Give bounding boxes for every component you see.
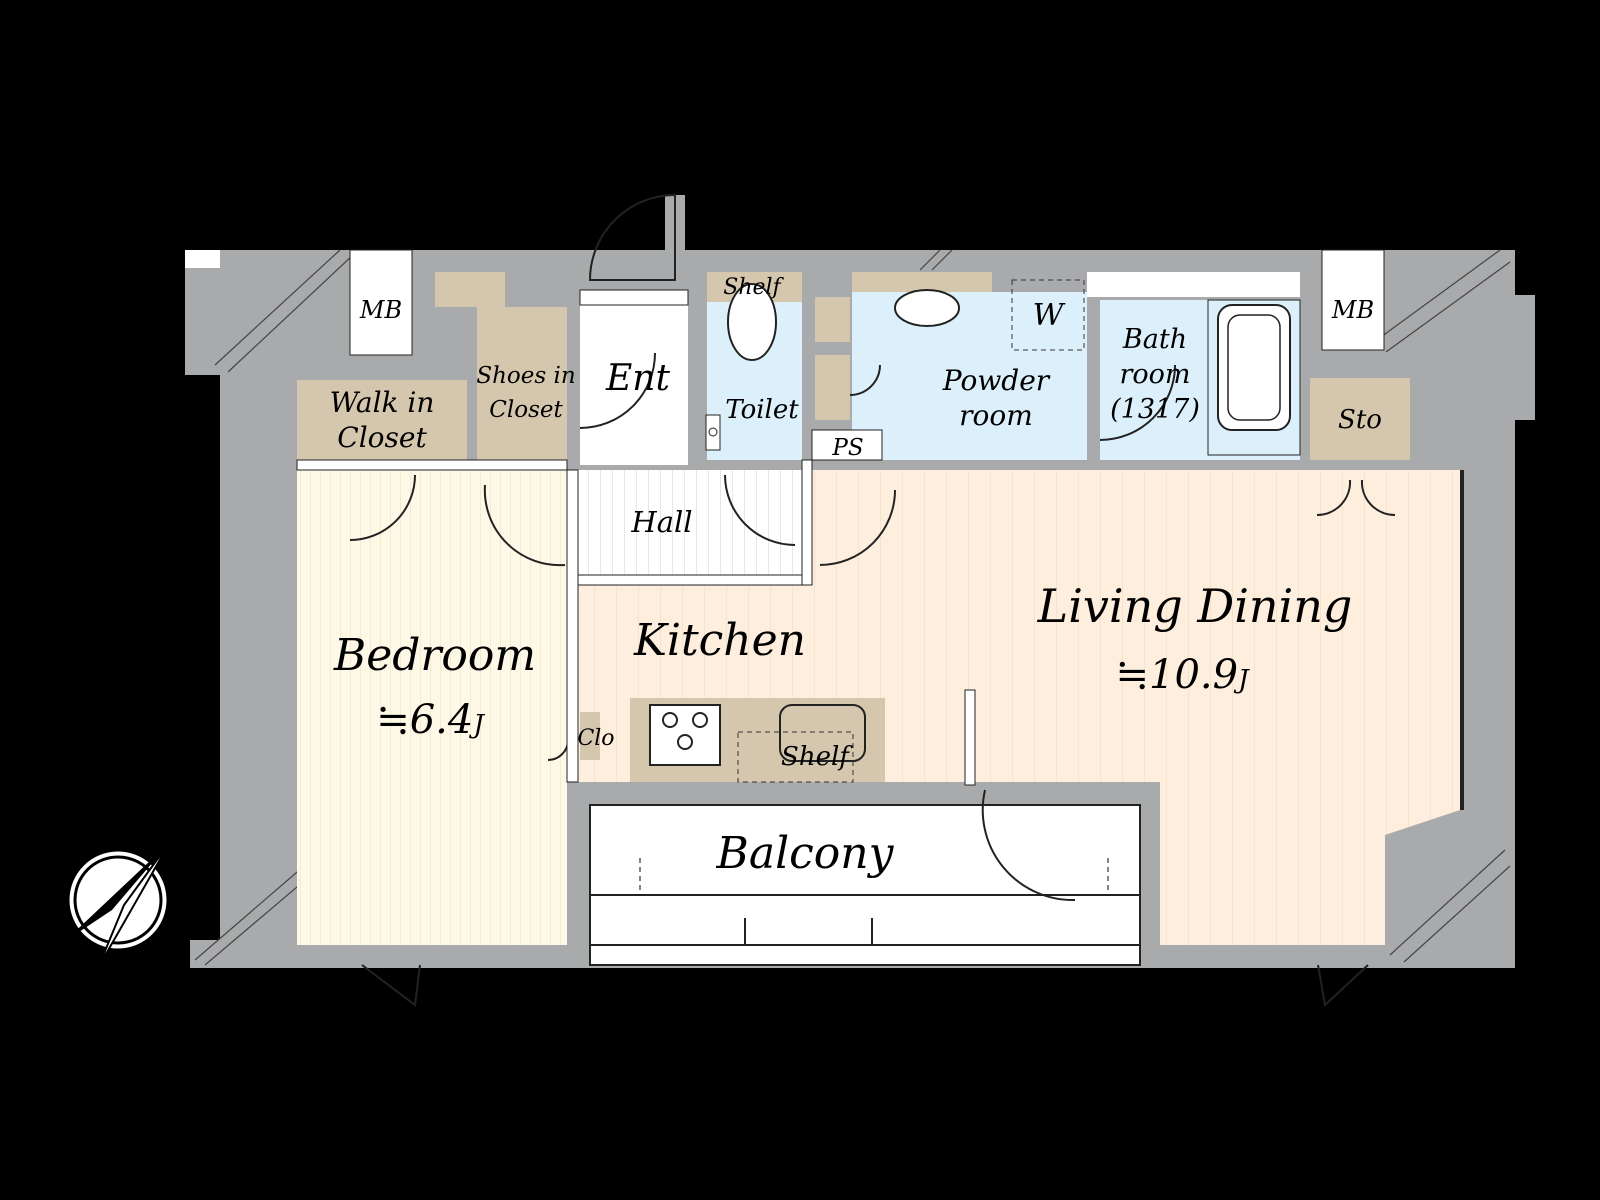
fixtures xyxy=(649,279,1301,786)
living-dining-area: ≒10.9J xyxy=(1115,652,1250,698)
stove-icon xyxy=(649,704,721,766)
shelf-kitchen-label: Shelf xyxy=(781,742,853,772)
balcony-label: Balcony xyxy=(716,828,895,879)
north-arrow-icon: N xyxy=(64,821,203,969)
toilet-icon xyxy=(727,283,777,361)
walk-in-closet-label-2: Closet xyxy=(337,421,427,454)
entrance-floor xyxy=(580,305,688,465)
walk-in-closet-label-1: Walk in xyxy=(330,386,435,419)
mb-right-closet xyxy=(1321,249,1385,351)
powder-room-label-2: room xyxy=(959,399,1033,432)
mb-right-label: MB xyxy=(1331,296,1374,324)
bath-label-1: Bath xyxy=(1122,324,1187,355)
shoes-closet-label-2: Closet xyxy=(489,397,563,423)
entrance-label: Ent xyxy=(605,358,670,399)
shelf-top-label: Shelf xyxy=(723,275,784,300)
sink-icon xyxy=(894,289,960,327)
interior-walls xyxy=(296,459,1464,810)
bathtub-icon xyxy=(1217,304,1291,431)
hall-label: Hall xyxy=(630,505,692,539)
kitchen-sink-icon xyxy=(779,704,866,762)
bath-label-2: room xyxy=(1119,359,1190,390)
bath-label-3: (1317) xyxy=(1110,394,1200,425)
room-labels: MB MB Walk in Closet Shoes in Closet Ent… xyxy=(330,275,1382,879)
mb-left-closet xyxy=(349,249,413,356)
shoes-closet-label-1: Shoes in xyxy=(476,363,575,389)
bedroom-area: ≒6.4J xyxy=(376,697,485,743)
storage-label: Sto xyxy=(1338,405,1382,435)
powder-room-label-1: Powder xyxy=(942,364,1051,397)
closet-small-label: Clo xyxy=(577,726,614,751)
ps-label: PS xyxy=(831,435,863,461)
bedroom-label: Bedroom xyxy=(333,630,536,681)
toilet-label: Toilet xyxy=(725,395,799,425)
washer-label: W xyxy=(1033,298,1066,333)
balcony-area xyxy=(589,804,1141,966)
living-dining-label: Living Dining xyxy=(1037,579,1353,633)
mb-left-label: MB xyxy=(359,296,402,324)
storage-areas xyxy=(297,272,1410,782)
kitchen-label: Kitchen xyxy=(633,615,806,666)
